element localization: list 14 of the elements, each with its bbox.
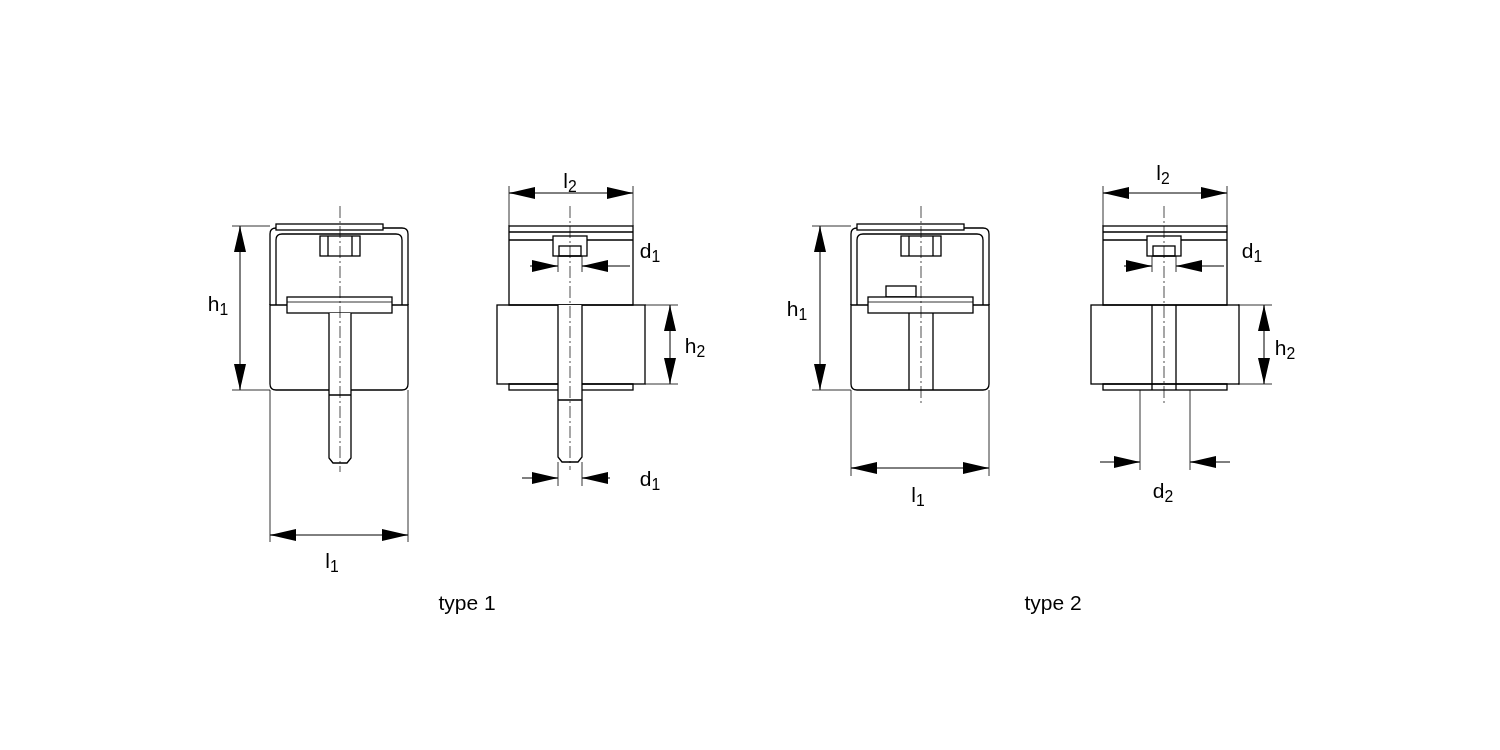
- dimension-label: h$_{2}$: [1274, 336, 1296, 358]
- dimension-label: l$_{2}$: [563, 169, 577, 191]
- view-caption: type 1: [438, 591, 496, 613]
- dimension-label: d$_{1}$: [1241, 239, 1263, 261]
- dimension-label: d$_{1}$: [639, 467, 661, 489]
- dimension-label: l$_{1}$: [911, 483, 925, 505]
- dimension-label: h$_{1}$: [207, 292, 229, 314]
- dimension-label: d$_{2}$: [1152, 479, 1174, 501]
- dimension-label: l$_{2}$: [1156, 161, 1170, 183]
- dimension-label: d$_{1}$: [639, 239, 661, 261]
- dimension-label: h$_{2}$: [684, 334, 706, 356]
- dimension-label: l$_{1}$: [325, 549, 339, 571]
- view-caption: type 2: [1024, 591, 1082, 613]
- dimension-label: h$_{1}$: [786, 297, 808, 319]
